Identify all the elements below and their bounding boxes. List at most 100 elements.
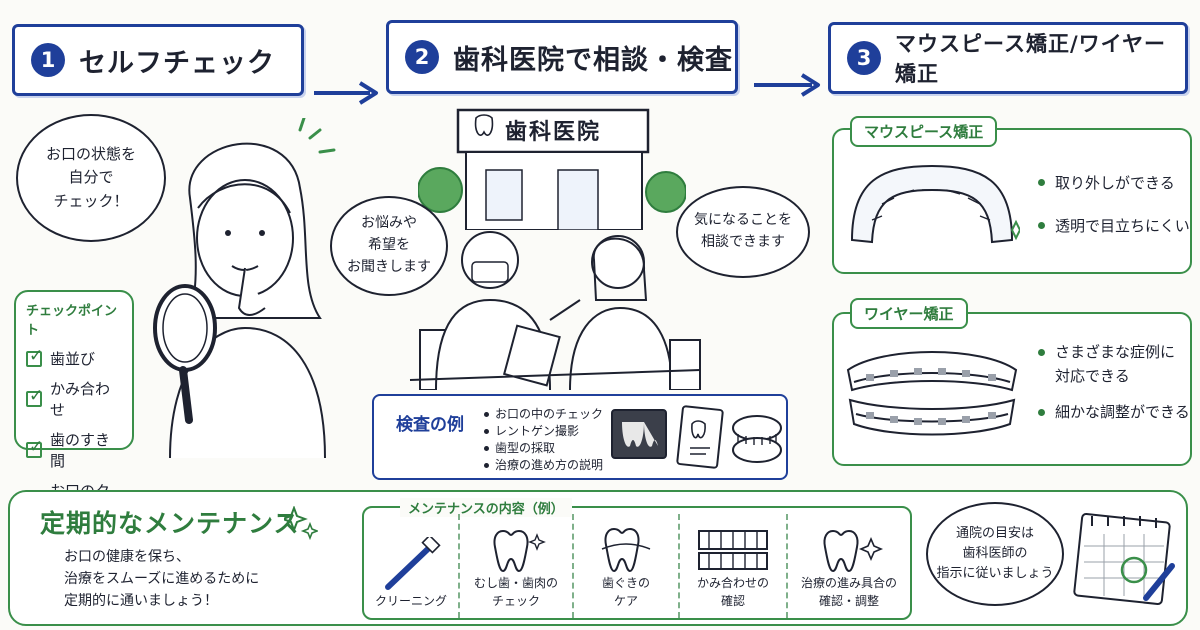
bullet-icon xyxy=(484,429,489,434)
feature-label: さまざまな症例に xyxy=(1055,343,1176,361)
desc-line: 定期的に通いましょう！ xyxy=(64,593,218,609)
exam-item: レントゲン撮影 xyxy=(484,423,603,440)
tooth-sparkle-icon xyxy=(823,530,884,573)
bubble-line: 自分で xyxy=(68,168,114,187)
feature-item: 取り外しができる xyxy=(1038,172,1190,193)
checkbox-icon xyxy=(26,346,43,367)
arrow-right-icon xyxy=(314,81,378,105)
check-points-box: チェックポイント 歯並び かみ合わせ 歯のすき間 お口のクセ xyxy=(14,290,134,521)
wire-title: ワイヤー矯正 xyxy=(850,298,968,329)
visit-guideline-bubble: 通院の目安は 歯科医師の 指示に従いましょう xyxy=(926,502,1064,606)
bullet-icon xyxy=(484,463,489,468)
bubble-line: 指示に従いましょう xyxy=(936,566,1054,582)
maintenance-contents-title: メンテナンスの内容（例） xyxy=(400,498,572,517)
check-point-item: 歯のすき間 xyxy=(26,429,122,471)
tooth-icon xyxy=(493,530,546,573)
maintenance-item-label: かみ合わせの xyxy=(696,576,769,591)
bubble-line: 歯科医師の xyxy=(962,545,1028,561)
maintenance-item-label: チェック xyxy=(491,593,540,608)
doctor-bubble: お悩みや 希望を お聞きします xyxy=(330,196,448,296)
check-point-item: 歯並び xyxy=(26,346,122,369)
maintenance-item-label: 歯ぐきの xyxy=(601,576,650,591)
bullet-icon xyxy=(484,412,489,417)
check-point-item: かみ合わせ xyxy=(26,378,122,420)
maintenance-item-cavity-check: むし歯・歯肉の チェック xyxy=(458,514,572,618)
feature-label: 取り外しができる xyxy=(1055,174,1175,192)
bubble-line: お聞きします xyxy=(347,258,431,275)
exam-item: お口の中のチェック xyxy=(484,406,603,423)
check-point-label: 歯のすき間 xyxy=(50,431,111,470)
wire-points: さまざまな症例に 対応できる 細かな調整ができる xyxy=(1038,340,1190,424)
clinic-building-illustration xyxy=(418,108,686,230)
step-3-header: 3 マウスピース矯正/ワイヤー矯正 xyxy=(828,22,1188,94)
step-number-1: 1 xyxy=(31,43,65,77)
feature-item: 細かな調整ができる xyxy=(1038,400,1190,424)
checkbox-icon xyxy=(26,437,43,458)
feature-item: 透明で目立ちにくい xyxy=(1038,215,1190,236)
desc-line: お口の健康を保ち、 xyxy=(64,549,190,565)
maintenance-item-label: 治療の進み具合の xyxy=(800,576,897,591)
teeth-mold-icon xyxy=(732,415,782,463)
exam-list: お口の中のチェック レントゲン撮影 歯型の採取 治療の進め方の説明 xyxy=(484,406,603,474)
step-2-header: 2 歯科医院で相談・検査 xyxy=(386,20,738,94)
bubble-line: お悩みや xyxy=(361,215,417,232)
bubble-line: お口の状態を xyxy=(45,145,136,164)
arrow-right-icon xyxy=(754,73,820,97)
mouthpiece-section xyxy=(832,128,1192,274)
step-number-3: 3 xyxy=(847,41,881,75)
mouthpiece-points: 取り外しができる 透明で目立ちにくい xyxy=(1038,172,1190,236)
bullet-icon xyxy=(1038,348,1045,356)
checkbox-icon xyxy=(26,386,43,407)
mouthpiece-title: マウスピース矯正 xyxy=(850,116,998,147)
maintenance-item-bite-check: かみ合わせの 確認 xyxy=(678,514,786,618)
calendar-icon xyxy=(1073,513,1175,605)
bubble-line: 気になることを xyxy=(694,212,792,229)
clear-aligner-illustration xyxy=(850,164,1020,244)
feature-label: 透明で目立ちにくい xyxy=(1055,217,1190,235)
bullet-icon xyxy=(1038,222,1045,229)
patient-bubble: 気になることを 相談できます xyxy=(676,186,810,278)
xray-icon xyxy=(611,409,667,459)
exam-item: 治療の進め方の説明 xyxy=(484,457,603,474)
bubble-line: 相談できます xyxy=(701,234,785,250)
exam-item-label: 歯型の採取 xyxy=(495,441,556,455)
exam-item-label: お口の中のチェック xyxy=(495,407,604,421)
step-title-1: セルフチェック xyxy=(79,47,275,79)
check-point-label: かみ合わせ xyxy=(50,380,111,419)
clinic-sign: 歯科医院 xyxy=(505,120,602,145)
feature-label: 対応できる xyxy=(1055,367,1130,385)
gum-icon xyxy=(601,528,651,573)
bullet-icon xyxy=(484,446,489,451)
maintenance-desc: お口の健康を保ち、 治療をスムーズに進めるために 定期的に通いましょう！ xyxy=(64,546,259,612)
bubble-line: 希望を xyxy=(368,237,410,254)
exam-title: 検査の例 xyxy=(396,415,464,435)
step-title-3: マウスピース矯正/ワイヤー矯正 xyxy=(895,32,1166,86)
maintenance-item-gum-care: 歯ぐきの ケア xyxy=(572,514,678,618)
bullet-icon xyxy=(1038,408,1045,416)
maintenance-item-cleaning: クリーニング xyxy=(364,514,458,618)
bubble-line: 通院の目安は xyxy=(955,525,1034,541)
maintenance-item-label: 確認 xyxy=(720,593,745,608)
teeth-icon xyxy=(698,530,768,571)
step-number-2: 2 xyxy=(405,40,439,74)
maintenance-item-label: 確認・調整 xyxy=(818,593,879,608)
self-check-bubble: お口の状態を 自分で チェック！ xyxy=(16,114,166,242)
desc-line: 治療をスムーズに進めるために xyxy=(64,571,260,587)
consultation-illustration xyxy=(409,231,701,390)
bullet-icon xyxy=(1038,179,1045,186)
toothbrush-icon xyxy=(385,536,441,590)
maintenance-items: クリーニング むし歯・歯肉の チェック 歯ぐきの ケア かみ合わせの 確認 治療… xyxy=(364,514,910,618)
feature-item: さまざまな症例に xyxy=(1038,340,1190,364)
braces-illustration xyxy=(846,351,1018,436)
maintenance-contents-box xyxy=(362,506,912,620)
maintenance-item-progress-check: 治療の進み具合の 確認・調整 xyxy=(786,514,910,618)
bubble-line: チェック！ xyxy=(53,191,129,210)
exam-item: 歯型の採取 xyxy=(484,440,603,457)
exam-item-label: レントゲン撮影 xyxy=(495,424,580,438)
dental-chart-icon xyxy=(676,405,724,469)
step-1-header: 1 セルフチェック xyxy=(12,24,304,96)
sparkle-icon xyxy=(284,506,318,540)
exam-examples-box: 検査の例 お口の中のチェック レントゲン撮影 歯型の採取 治療の進め方の説明 xyxy=(372,394,788,480)
exam-item-label: 治療の進め方の説明 xyxy=(495,458,604,472)
maintenance-item-label: むし歯・歯肉の xyxy=(473,576,558,591)
